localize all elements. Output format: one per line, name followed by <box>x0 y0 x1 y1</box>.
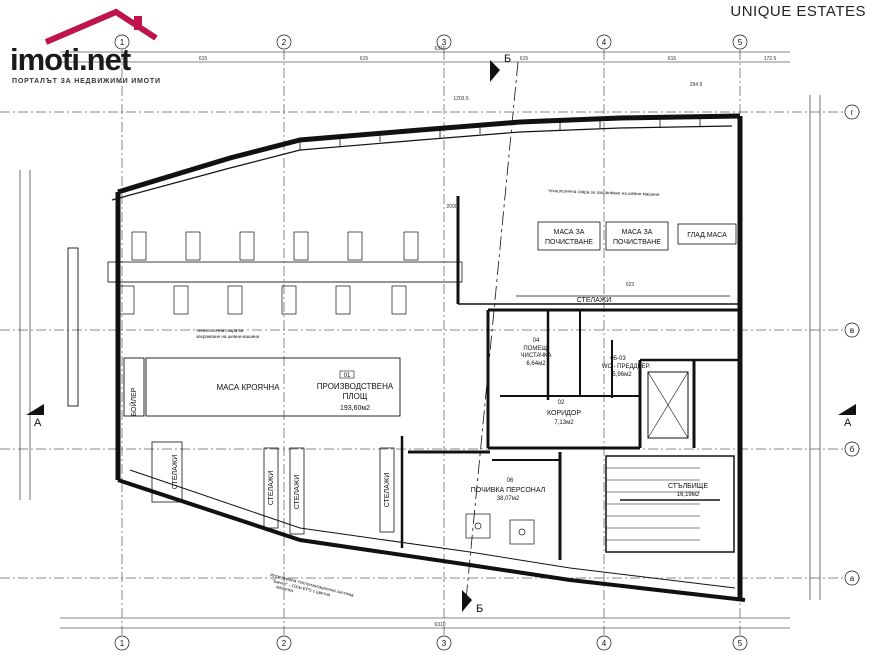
dim-bay-1: 615 <box>199 56 208 62</box>
dim-misc-4: 623 <box>626 282 635 288</box>
axis-label-5: 5 <box>738 38 743 47</box>
note-scaffold-mid-2: захранване на шевни машини <box>196 334 260 339</box>
note-scaffold-mid-1: технологична скара за <box>196 328 244 333</box>
room-name-stairs: СТЪЛБИЩЕ <box>668 483 708 490</box>
dim-bay-2: 615 <box>360 56 369 62</box>
room-area-cleaning: 6,64м2 <box>526 361 546 367</box>
table-cleaning-2-line2: ПОЧИСТВАНЕ <box>613 239 661 246</box>
dim-misc-2: 1203.5 <box>453 96 469 102</box>
note-facade-3: мазилка <box>276 584 294 593</box>
axis-label-a: а <box>850 574 855 583</box>
room-area-staff-rest: 38,07м2 <box>497 496 520 502</box>
room-number-cleaning: 04 <box>533 338 540 344</box>
table-cleaning-1-line2: ПОЧИСТВАНЕ <box>545 239 593 246</box>
axis-label-2: 2 <box>282 38 287 47</box>
ironing-table: ГЛАД.МАСА <box>687 232 727 239</box>
shelves-2-label: СТЕЛАЖИ <box>268 471 275 506</box>
imoti-logo[interactable]: imoti.net ПОРТАЛЪТ ЗА НЕДВИЖИМИ ИМОТИ <box>6 8 176 85</box>
shelves-top-label: СТЕЛАЖИ <box>577 297 612 304</box>
room-number-staff-rest: 06 <box>507 478 514 484</box>
room-name-production-2: ПЛОЩ <box>343 392 368 401</box>
room-number-corridor: 02 <box>558 400 565 406</box>
section-mark-b-top: Б <box>504 53 511 65</box>
dim-bay-4: 615 <box>668 56 677 62</box>
room-name-cleaning-1: ПОМЕЩ. <box>523 346 549 352</box>
room-area-stairs: 16,19м2 <box>677 492 700 498</box>
section-mark-a-right: A <box>844 417 852 429</box>
axis-label-b: б <box>850 445 855 454</box>
axis-label-1: 1 <box>120 38 125 47</box>
boiler-label: БОЙЛЕР <box>129 387 138 416</box>
note-scaffold-top: технологична скара за захранване на шевн… <box>548 188 660 197</box>
logo-wordmark: imoti.net <box>10 42 131 77</box>
room-area-corridor: 7,13м2 <box>554 420 574 426</box>
cutting-table: МАСА КРОЯЧНА <box>216 383 280 392</box>
room-area-production: 193,60м2 <box>340 405 370 412</box>
dim-total-bottom: 6310 <box>434 622 445 628</box>
room-number-wc: 05-03 <box>610 356 626 362</box>
room-name-cleaning-2: ЧИСТАЧКА <box>521 353 552 359</box>
dim-edge-top: 172.5 <box>764 56 777 62</box>
axis-label-5-bottom: 5 <box>738 639 743 648</box>
logo-tagline: ПОРТАЛЪТ ЗА НЕДВИЖИМИ ИМОТИ <box>12 78 161 85</box>
axis-label-3-bottom: 3 <box>442 639 447 648</box>
dim-bay-3: 615 <box>520 56 529 62</box>
dim-misc-1: 294.9 <box>690 82 703 88</box>
room-number-production: 01 <box>344 373 351 379</box>
axis-label-1-bottom: 1 <box>120 639 125 648</box>
shelves-1-label: СТЕЛАЖИ <box>172 455 179 490</box>
section-mark-b-bottom: Б <box>476 603 483 615</box>
table-cleaning-1-line1: МАСА ЗА <box>554 229 585 236</box>
axis-label-3: 3 <box>442 38 447 47</box>
section-mark-a-left: A <box>34 417 42 429</box>
table-cleaning-2-line1: МАСА ЗА <box>622 229 653 236</box>
agency-watermark: UNIQUE ESTATES <box>730 3 866 20</box>
axis-label-2-bottom: 2 <box>282 639 287 648</box>
axis-label-4: 4 <box>602 38 607 47</box>
room-name-wc: WC - ПРЕДДВЕР. <box>602 364 651 370</box>
house-roof-icon <box>44 8 158 45</box>
room-name-production-1: ПРОИЗВОДСТВЕНА <box>317 382 394 391</box>
room-name-corridor: КОРИДОР <box>547 410 581 417</box>
axis-label-v: в <box>850 326 854 335</box>
dim-misc-3: 2090 <box>446 204 457 210</box>
axis-label-4-bottom: 4 <box>602 639 607 648</box>
shelves-3-label: СТЕЛАЖИ <box>294 475 301 510</box>
room-name-staff-rest: ПОЧИВКА ПЕРСОНАЛ <box>471 487 546 494</box>
dim-total-top: 6310 <box>434 46 445 52</box>
shelves-4-label: СТЕЛАЖИ <box>384 473 391 508</box>
room-area-wc: 5,96м2 <box>612 372 632 378</box>
axis-label-g: г <box>851 108 854 117</box>
